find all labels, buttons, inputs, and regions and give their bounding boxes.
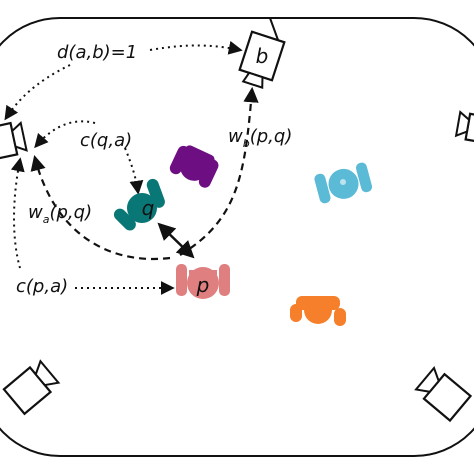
camera-b-mount: [269, 17, 279, 41]
robot-light-blue-eye-icon: [340, 179, 346, 185]
label-wb-pq: wb(p,q): [228, 126, 292, 150]
robot-q-label: q: [142, 196, 155, 220]
room-boundary: [0, 17, 474, 457]
label-d-ab: d(a,b)=1: [57, 42, 137, 63]
robot-p-icon: [176, 264, 230, 299]
robot-purple-icon: [169, 145, 219, 188]
label-c-pa: c(p,a): [16, 276, 68, 297]
robot-q-icon: [113, 178, 165, 231]
arrow-q-p: [157, 222, 195, 259]
arrow-d-ab-to-a: [4, 64, 71, 121]
robot-p-label: p: [196, 273, 210, 297]
camera-right-icon: [454, 110, 474, 145]
arrow-c-pa-to-a: [10, 157, 25, 269]
arrow-wb-pq: [179, 86, 259, 256]
arrow-c-qa-to-q: [124, 147, 144, 195]
camera-b-icon: [238, 30, 286, 89]
label-c-qa: c(q,a): [80, 130, 132, 151]
arrow-wa-pq: [30, 155, 171, 261]
camera-a-icon: [0, 121, 28, 161]
camera-b-label: b: [256, 44, 269, 68]
label-wa-pq: wa(p,q): [28, 202, 92, 226]
camera-bottom-left-icon: [2, 359, 61, 416]
camera-bottom-right-icon: [414, 366, 473, 423]
robot-orange-icon: [290, 296, 346, 326]
arrow-c-qa-to-a: [34, 120, 96, 149]
arrow-d-ab-to-b: [149, 40, 243, 55]
